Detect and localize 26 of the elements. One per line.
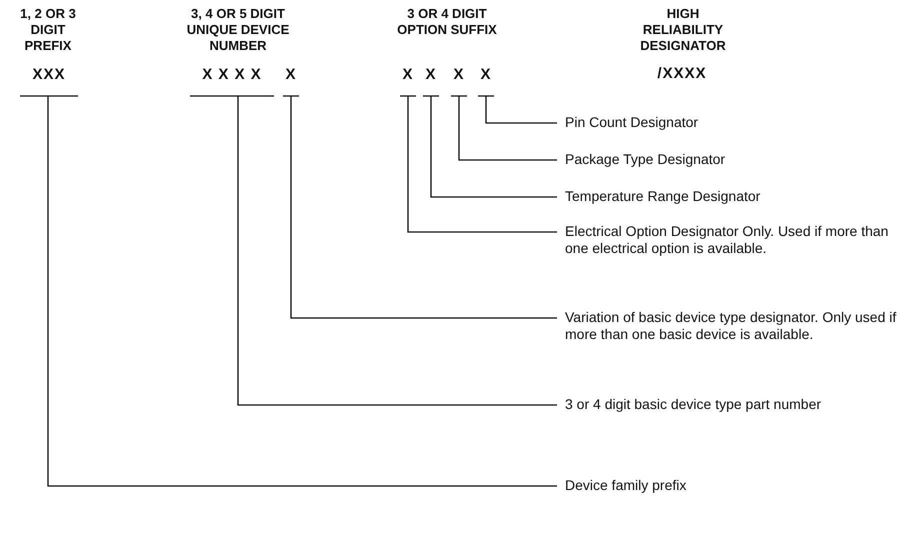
column-heading: 3 OR 4 DIGIT OPTION SUFFIX — [397, 6, 497, 38]
description-text: Variation of basic device type designator. Only used if more than one basic device is available. — [557, 309, 905, 343]
column-heading: 3, 4 OR 5 DIGIT UNIQUE DEVICE NUMBER — [186, 6, 290, 54]
part-code-letters: X — [283, 66, 299, 84]
description-text: Device family prefix — [557, 477, 905, 494]
column-heading: HIGH RELIABILITY DESIGNATOR — [639, 6, 727, 54]
leader-line — [450, 95, 558, 161]
leader-line — [422, 95, 558, 198]
description-text: Electrical Option Designator Only. Used if more than one electrical option is available. — [557, 223, 905, 257]
leader-line — [477, 95, 558, 124]
leader-line — [19, 95, 558, 487]
description-text: Pin Count Designator — [557, 114, 905, 131]
leader-line — [189, 95, 558, 406]
designator-code: /XXXX — [656, 66, 708, 82]
part-code-letters: X — [400, 66, 416, 84]
part-code-letters: X — [478, 66, 494, 84]
description-text: 3 or 4 digit basic device type part number — [557, 396, 905, 413]
part-code-letters: XXX — [20, 66, 78, 84]
part-code-letters: X — [451, 66, 467, 84]
description-text: Package Type Designator — [557, 151, 905, 168]
column-heading: 1, 2 OR 3 DIGIT PREFIX — [19, 6, 77, 54]
description-text: Temperature Range Designator — [557, 188, 905, 205]
part-code-letters: X X X X — [190, 66, 274, 84]
leader-line — [399, 95, 558, 233]
leader-line — [282, 95, 558, 319]
part-code-letters: X — [423, 66, 439, 84]
